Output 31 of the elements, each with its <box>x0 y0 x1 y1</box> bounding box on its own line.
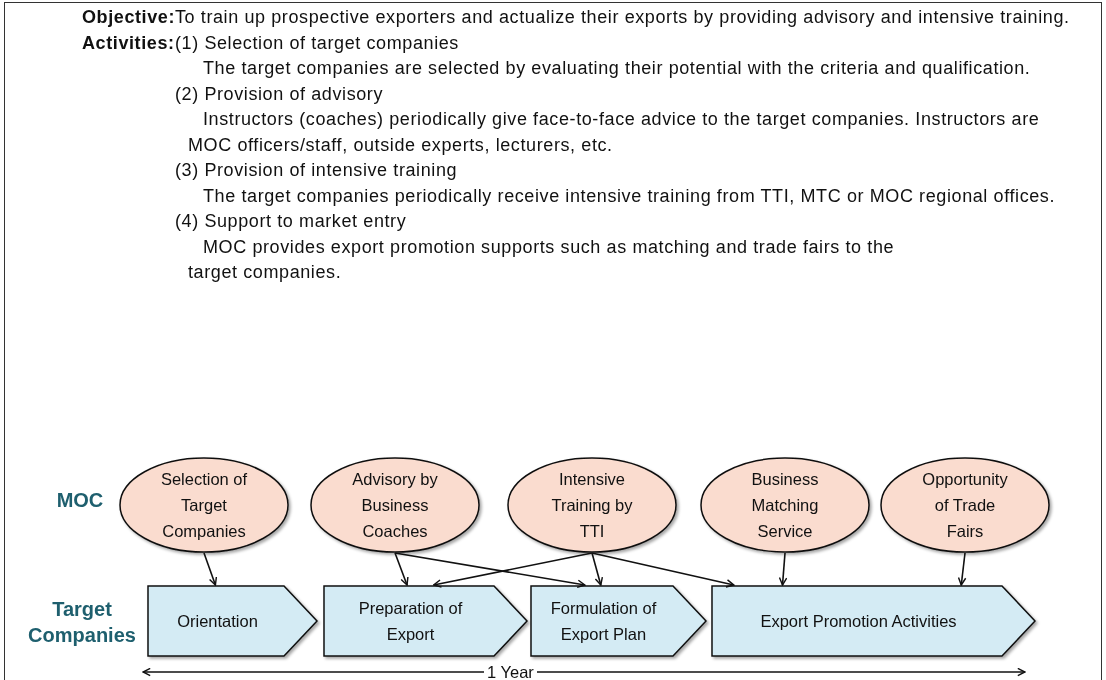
activity-ellipse: Selection of Target Companies <box>119 457 289 553</box>
activity-title: (3) Provision of intensive training <box>175 159 459 182</box>
activity-description: Instructors (coaches) periodically give face-to-face advice to the target companies. Instructors are MOC officers/staff, outside experts, lecturers, etc. <box>188 108 1041 157</box>
arrow <box>432 552 593 588</box>
arrow <box>203 552 218 586</box>
activity-description: MOC provides export promotion supports such as matching and trade fairs to the target companies. <box>188 235 896 284</box>
activity-description: The target companies are selected by evaluating their potential with the criteria and qualification. <box>202 57 1032 80</box>
activity-ellipse: Opportunity of Trade Fairs <box>880 457 1050 553</box>
objective-text: To train up prospective exporters and actualize their exports by providing advisory and intensive training. <box>175 6 1071 29</box>
activity-ellipse: Business Matching Service <box>700 457 870 553</box>
process-step: Formulation of Export Plan <box>530 585 707 657</box>
process-step: Orientation <box>147 585 318 657</box>
process-step: Preparation of Export <box>323 585 528 657</box>
heading: Objective: <box>82 6 175 29</box>
activity-title: (4) Support to market entry <box>175 210 408 233</box>
process-step: Export Promotion Activities <box>711 585 1036 657</box>
row-label: MOC <box>55 488 105 513</box>
row-label: Target Companies <box>27 597 137 648</box>
arrow <box>591 552 604 586</box>
activity-ellipse: Intensive Training by TTI <box>507 457 677 553</box>
heading: Activities: <box>82 31 175 55</box>
duration-label: 1 Year <box>484 664 537 680</box>
activity-description: The target companies periodically receive intensive training from TTI, MTC or MOC regional offices. <box>202 184 1057 208</box>
activity-ellipse: Advisory by Business Coaches <box>310 457 480 553</box>
arrow <box>957 552 967 586</box>
activity-title: (2) Provision of advisory <box>175 82 385 106</box>
arrow <box>591 552 735 588</box>
arrow <box>778 552 788 586</box>
arrow <box>394 552 586 589</box>
activity-title: (1) Selection of target companies <box>175 31 460 55</box>
arrow <box>394 552 409 586</box>
